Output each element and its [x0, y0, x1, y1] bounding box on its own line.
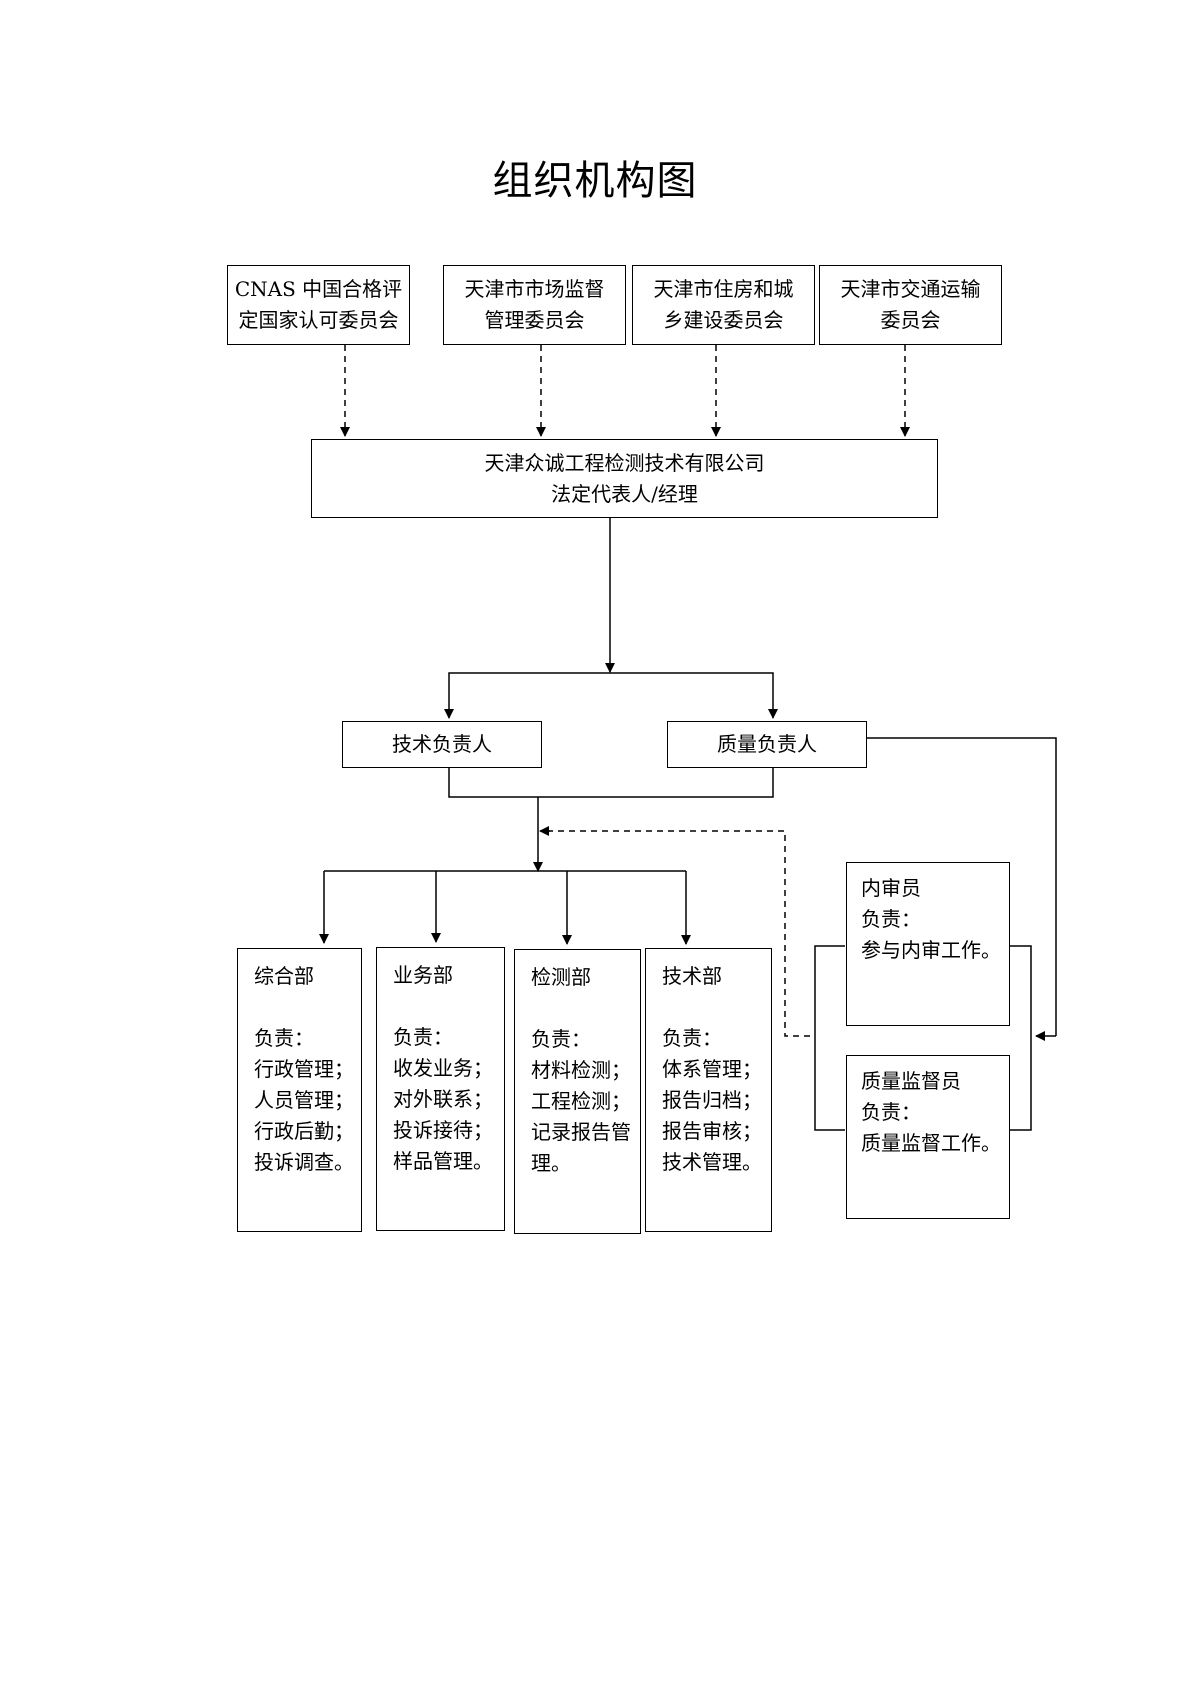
- company-box: 天津众诚工程检测技术有限公司 法定代表人/经理: [311, 439, 938, 518]
- internal-auditor-duty: 参与内审工作。: [861, 938, 1001, 962]
- audit-feedback-dashed: [542, 830, 810, 1037]
- department-resp: 负责：: [393, 1025, 453, 1049]
- department-duty: 技术管理。: [662, 1150, 762, 1174]
- company-name: 天津众诚工程检测技术有限公司: [484, 450, 765, 475]
- department-resp: 负责：: [662, 1026, 722, 1050]
- department-duty: 记录报告管: [531, 1120, 631, 1144]
- department-business: 业务部 负责： 收发业务； 对外联系； 投诉接待； 样品管理。: [376, 947, 505, 1231]
- department-name: 技术部: [662, 964, 722, 988]
- audit-right-bracket: [1002, 945, 1032, 1131]
- quality-supervisor-name: 质量监督员: [861, 1069, 961, 1093]
- department-name: 检测部: [531, 965, 591, 989]
- authority-label: CNAS 中国合格评: [234, 277, 403, 301]
- department-duty: 行政管理；: [254, 1057, 354, 1081]
- quality-lead-label: 质量负责人: [717, 732, 817, 756]
- department-duty: 收发业务；: [393, 1056, 493, 1080]
- department-duty: 人员管理；: [254, 1088, 354, 1112]
- authority-transport: 天津市交通运输 委员会: [819, 265, 1002, 345]
- department-resp: 负责：: [531, 1027, 591, 1051]
- leads-bracket: [448, 672, 774, 717]
- company-role: 法定代表人/经理: [551, 481, 698, 506]
- department-duty: 投诉调查。: [254, 1150, 354, 1174]
- authority-market-supervision: 天津市市场监督 管理委员会: [443, 265, 626, 345]
- audit-left-bracket: [814, 945, 845, 1131]
- department-duty: 理。: [531, 1151, 571, 1175]
- internal-auditor-resp: 负责：: [861, 907, 921, 931]
- department-duty: 报告归档；: [662, 1088, 762, 1112]
- tech-lead-label: 技术负责人: [392, 732, 492, 756]
- tech-lead-box: 技术负责人: [342, 721, 542, 768]
- quality-lead-right-line: [863, 737, 1057, 1036]
- quality-supervisor-resp: 负责：: [861, 1100, 921, 1124]
- department-general: 综合部 负责： 行政管理； 人员管理； 行政后勤； 投诉调查。: [237, 948, 362, 1232]
- quality-supervisor-duty: 质量监督工作。: [861, 1131, 1001, 1155]
- authority-label: 天津市住房和城: [653, 277, 794, 301]
- department-duty: 工程检测；: [531, 1089, 631, 1113]
- leads-join-bracket: [448, 767, 774, 798]
- authority-label: 管理委员会: [484, 308, 585, 332]
- quality-lead-box: 质量负责人: [667, 721, 867, 768]
- department-testing: 检测部 负责： 材料检测； 工程检测； 记录报告管 理。: [514, 949, 641, 1234]
- department-duty: 投诉接待；: [393, 1118, 493, 1142]
- authority-housing-construction: 天津市住房和城 乡建设委员会: [632, 265, 815, 345]
- department-resp: 负责：: [254, 1026, 314, 1050]
- department-duty: 体系管理；: [662, 1057, 762, 1081]
- department-duty: 样品管理。: [393, 1149, 493, 1173]
- authority-label: 天津市市场监督: [464, 277, 605, 301]
- authority-label: 委员会: [880, 308, 941, 332]
- department-technical: 技术部 负责： 体系管理； 报告归档； 报告审核； 技术管理。: [645, 948, 772, 1232]
- authority-label: 天津市交通运输: [840, 277, 981, 301]
- page-title: 组织机构图: [492, 158, 698, 204]
- department-name: 业务部: [393, 963, 453, 987]
- authority-label: 定国家认可委员会: [238, 308, 399, 332]
- internal-auditor-box: 内审员 负责： 参与内审工作。: [846, 862, 1010, 1026]
- department-duty: 报告审核；: [662, 1119, 762, 1143]
- authority-label: 乡建设委员会: [663, 308, 784, 332]
- department-duty: 材料检测；: [531, 1058, 631, 1082]
- department-duty: 行政后勤；: [254, 1119, 354, 1143]
- quality-supervisor-box: 质量监督员 负责： 质量监督工作。: [846, 1055, 1010, 1219]
- department-duty: 对外联系；: [393, 1087, 493, 1111]
- internal-auditor-name: 内审员: [861, 876, 921, 900]
- authority-cnas: CNAS 中国合格评 定国家认可委员会: [227, 265, 410, 345]
- department-name: 综合部: [254, 964, 314, 988]
